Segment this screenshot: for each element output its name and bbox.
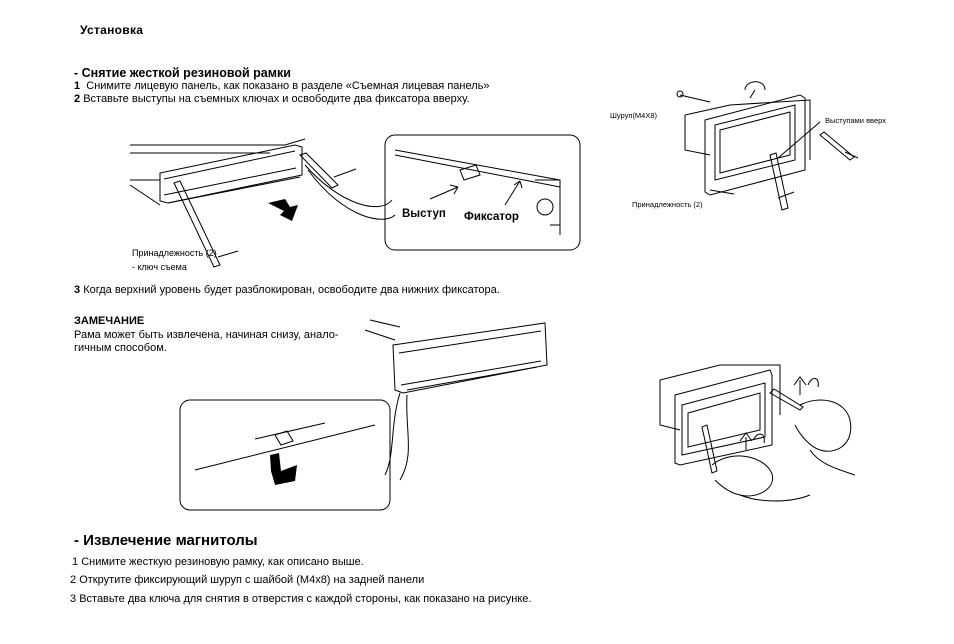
step-1-1: 1 Снимите лицевую панель, как показано в…	[74, 80, 490, 93]
step-1-2: 2 Вставьте выступы на съемных ключах и о…	[74, 93, 470, 106]
step-number: 2	[74, 93, 81, 105]
step-number: 3	[70, 593, 77, 605]
step-text: Снимите жесткую резиновую рамку, как опи…	[81, 556, 364, 568]
figure-unit-screw-keys	[670, 80, 870, 210]
label-accessory: Принадлежность (2)	[132, 248, 217, 258]
step-text: Снимите лицевую панель, как показано в р…	[86, 80, 490, 92]
figure-pulling-unit	[650, 355, 860, 505]
label-tabs-up: Выступами вверх	[825, 116, 886, 125]
figure-frame-lower	[175, 315, 555, 515]
section-title-remove-frame: - Снятие жесткой резиновой рамки	[74, 66, 291, 80]
label-screw: Шуруп(М4Х8)	[610, 111, 658, 120]
step-text: Когда верхний уровень будет разблокирова…	[83, 284, 500, 296]
figure-frame-keys	[120, 125, 590, 285]
step-2-2: 2 Открутите фиксирующий шуруп с шайбой (…	[70, 574, 424, 587]
step-2-3: 3 Вставьте два ключа для снятия в отверс…	[70, 593, 531, 606]
note-body: Рама может быть извлечена, начиная снизу…	[74, 329, 339, 354]
step-1-3: 3 Когда верхний уровень будет разблокиро…	[74, 284, 500, 297]
step-text: Вставьте выступы на съемных ключах и осв…	[83, 93, 470, 105]
label-tab: Выступ	[402, 208, 446, 220]
step-text: Вставьте два ключа для снятия в отверсти…	[79, 593, 532, 605]
step-2-1: 1 Снимите жесткую резиновую рамку, как о…	[72, 556, 364, 569]
step-number: 2	[70, 574, 77, 586]
note-title: ЗАМЕЧАНИЕ	[74, 315, 145, 327]
step-number: 3	[74, 284, 81, 296]
label-removal-key: - ключ съема	[132, 262, 187, 272]
step-number: 1	[72, 556, 79, 568]
step-text: Открутите фиксирующий шуруп с шайбой (М4…	[79, 574, 425, 586]
label-latch: Фиксатор	[464, 211, 519, 223]
label-accessory-right: Принадлежность (2)	[632, 200, 703, 209]
page-title: Установка	[80, 23, 144, 37]
step-number: 1	[74, 80, 81, 92]
section-title-remove-unit: - Извлечение магнитолы	[74, 532, 258, 549]
